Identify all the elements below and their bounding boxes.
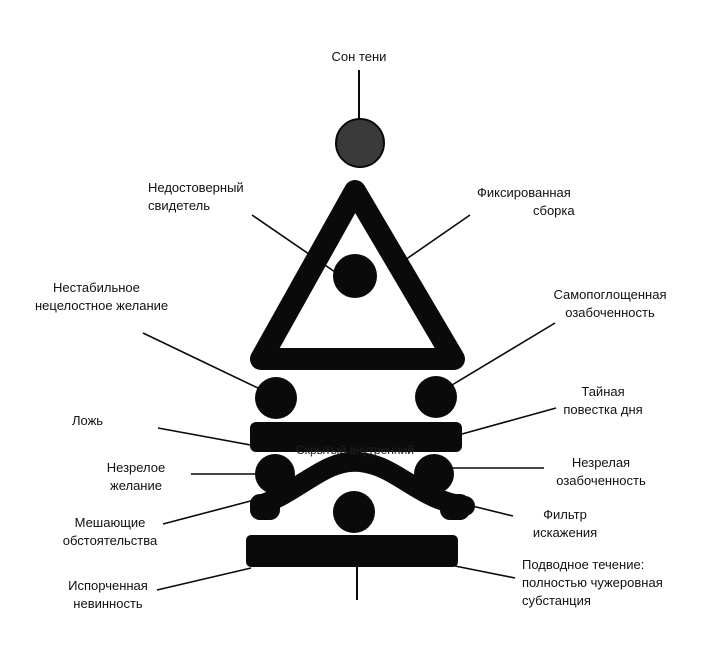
label-immature-desire-line1: Незрелое (106, 460, 166, 475)
label-spoiled-innocence: Испорченная невинность (48, 577, 168, 613)
label-undercurrent-line2: полностью чужеровная (522, 575, 663, 590)
label-self-absorbed-line1: Самопоглощенная (553, 287, 667, 302)
leader-undercurrent (454, 565, 516, 579)
right-upper-circle (415, 376, 457, 418)
label-immature-desire-line2: желание (110, 478, 162, 493)
label-hindering-circumstances-line1: Мешающие (74, 515, 146, 530)
label-undercurrent-line1: Подводное течение: (522, 557, 645, 572)
upper-bar (250, 422, 462, 452)
label-distortion-filter: Фильтр искажения (515, 506, 615, 542)
label-unstable-desire-line2: нецелостное желание (35, 298, 169, 313)
label-immature-concern: Незрелая озабоченность (546, 454, 656, 490)
wave-right-foot (440, 494, 470, 520)
label-self-absorbed-line2: озабоченность (565, 305, 655, 320)
label-spoiled-innocence-line1: Испорченная (68, 578, 148, 593)
label-hindering-circumstances: Мешающие обстоятельства (50, 514, 170, 550)
label-distortion-filter-line2: искажения (532, 525, 598, 540)
label-distortion-filter-line1: Фильтр (543, 507, 587, 522)
label-unreliable-witness-line1: Недостоверный (148, 180, 244, 195)
wave-band (250, 451, 475, 516)
label-spoiled-innocence-line2: невинность (73, 596, 143, 611)
label-immature-concern-line1: Незрелая (571, 455, 631, 470)
label-fixed-assembly-line1: Фиксированная (477, 185, 571, 200)
label-shadow-dream: Сон тени (331, 49, 387, 64)
lower-center-circle (333, 491, 375, 533)
leader-self-absorbed (451, 322, 556, 386)
label-unstable-desire-line1: Нестабильное (53, 280, 140, 295)
leader-spoiled-innocence (156, 567, 252, 591)
leader-distortion-filter (459, 502, 514, 517)
lower-bar (246, 535, 458, 567)
label-undercurrent: Подводное течение: полностью чужеровная … (522, 556, 663, 610)
label-immature-concern-line2: озабоченность (556, 473, 646, 488)
triangle (250, 180, 465, 370)
shadow-dream-circle (335, 118, 385, 168)
label-fixed-assembly-line2: сборка (533, 203, 575, 218)
leader-hidden-agenda (461, 407, 557, 435)
label-hidden-agenda-line2: повестка дня (563, 402, 643, 417)
label-lie: Ложь (72, 413, 104, 428)
leader-lie (157, 427, 257, 447)
label-hidden-agenda-line1: Тайная (581, 384, 625, 399)
label-unreliable-witness: Недостоверный свидетель (148, 179, 244, 215)
label-hindering-circumstances-line2: обстоятельства (62, 533, 158, 548)
triangle-eye-circle (333, 254, 377, 298)
label-immature-desire: Незрелое желание (86, 459, 186, 495)
left-upper-circle (255, 377, 297, 419)
leader-unstable-desire (142, 332, 263, 391)
leader-unreliable-witness (251, 214, 339, 275)
leader-fixed-assembly (404, 214, 471, 261)
label-fixed-assembly: Фиксированная сборка (477, 184, 575, 220)
wave-left-foot (250, 494, 280, 520)
label-undercurrent-line3: субстанция (522, 593, 591, 608)
label-hidden-agenda: Тайная повестка дня (548, 383, 658, 419)
label-unreliable-witness-line2: свидетель (148, 198, 211, 213)
label-unstable-desire: Нестабильное нецелостное желание (35, 279, 168, 315)
label-hidden-inner: Скрытый внутренний (296, 443, 414, 457)
leader-hindering-circumstances (162, 497, 263, 525)
label-self-absorbed: Самопоглощенная озабоченность (540, 286, 680, 322)
